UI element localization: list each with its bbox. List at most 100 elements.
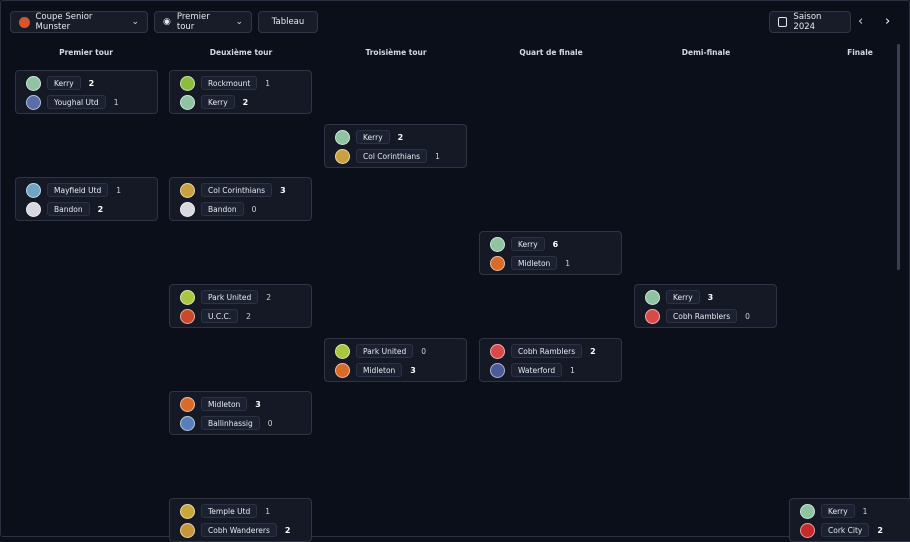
team-score: 1 [116,185,122,195]
eye-icon: ◉ [163,17,171,27]
team-name: Park United [356,344,414,358]
season-label: Saison 2024 [793,12,822,32]
round-label: Premier tour [176,12,210,32]
match-team-row[interactable]: Kerry 3 [645,289,713,305]
next-season-icon[interactable]: › [885,14,891,29]
match-team-row[interactable]: Rockmount 1 [180,75,270,91]
competition-select[interactable]: Coupe Senior Munster ⌄ [10,11,148,33]
chevron-down-icon: ⌄ [131,17,139,27]
match-team-row[interactable]: Bandon 0 [180,201,256,217]
team-crest-icon [335,129,350,145]
team-score: 1 [265,78,271,88]
team-crest-icon [180,94,195,110]
team-crest-icon [180,503,195,519]
team-score: 1 [265,506,271,516]
prev-season-icon[interactable]: ‹ [858,14,864,29]
team-score: 1 [113,97,119,107]
competition-label: Coupe Senior Munster [35,12,93,32]
team-crest-icon [26,182,41,198]
column-header: Premier tour [59,48,113,57]
team-name: Rockmount [201,76,258,90]
team-name: Ballinhassig [201,416,260,430]
team-score: 0 [267,418,273,428]
match-team-row[interactable]: Park United 0 [335,343,426,359]
team-crest-icon [180,396,195,412]
team-name: Bandon [201,202,244,216]
team-name: Park United [201,290,259,304]
team-name: Cork City [821,523,870,537]
match-team-row[interactable]: Cobh Ramblers 0 [645,308,750,324]
team-name: Col Corinthians [356,149,428,163]
team-score: 2 [284,525,291,535]
column-header: Deuxième tour [209,48,273,57]
team-name: U.C.C. [201,309,239,323]
view-label: Tableau [271,17,305,27]
team-score: 3 [707,292,714,302]
team-crest-icon [490,236,505,252]
team-name: Kerry [666,290,700,304]
column-header: Finale [847,48,873,57]
column-header: Troisième tour [365,48,427,57]
match-team-row[interactable]: Ballinhassig 0 [180,415,273,431]
team-score: 0 [421,346,427,356]
team-name: Cobh Ramblers [511,344,583,358]
team-crest-icon [645,308,660,324]
team-score: 0 [745,311,750,321]
team-crest-icon [490,343,505,359]
team-name: Midleton [511,256,558,270]
team-crest-icon [490,362,505,378]
team-name: Bandon [47,202,90,216]
team-score: 3 [280,185,286,195]
team-name: Kerry [356,130,390,144]
season-button[interactable]: Saison 2024 [769,11,851,33]
view-button[interactable]: Tableau [258,11,318,33]
calendar-icon [778,17,788,27]
team-crest-icon [180,415,195,431]
team-score: 0 [251,204,257,214]
team-name: Cobh Ramblers [666,309,738,323]
team-crest-icon [26,201,41,217]
scrollbar[interactable] [897,44,900,270]
team-crest-icon [180,308,195,324]
team-crest-icon [180,75,195,91]
team-name: Kerry [821,504,855,518]
round-select[interactable]: ◉ Premier tour ⌄ [154,11,252,33]
match-team-row[interactable]: U.C.C.2 [180,308,251,324]
team-crest-icon [180,522,195,538]
team-crest-icon [180,201,195,217]
team-crest-icon [490,255,505,271]
trophy-icon [19,16,30,28]
